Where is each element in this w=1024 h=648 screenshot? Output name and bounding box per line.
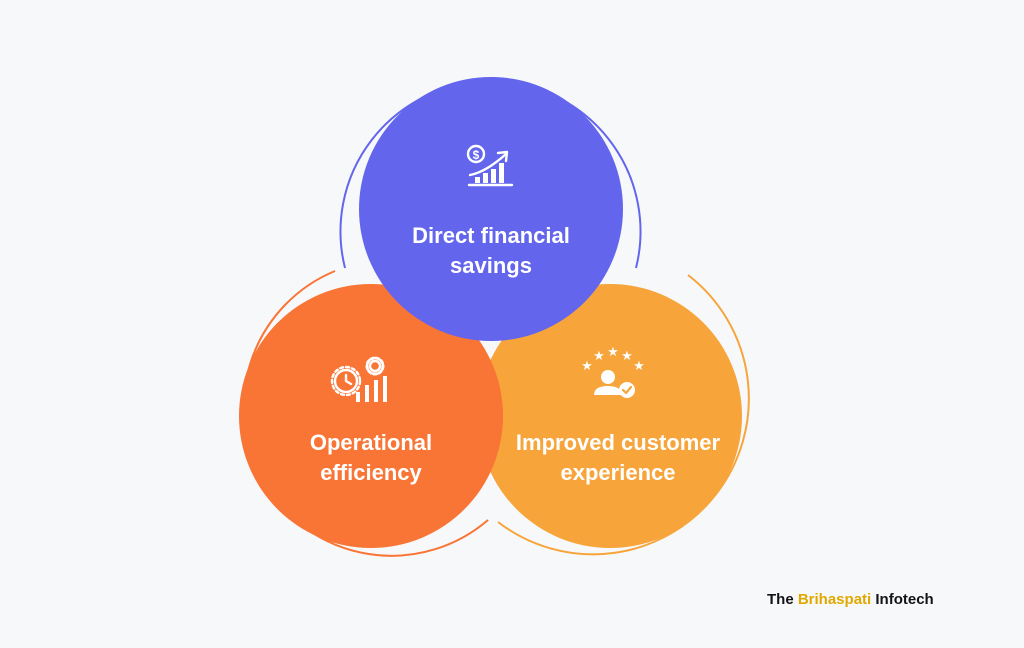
- top-circle-label: Direct financial savings: [391, 221, 591, 281]
- brand-logo: The Brihaspati Infotech: [767, 591, 934, 608]
- svg-text:★: ★: [607, 345, 619, 360]
- svg-text:★: ★: [581, 359, 593, 374]
- left-label-line-1: Operational: [309, 430, 433, 455]
- customer-rating-icon: ★ ★ ★ ★ ★: [581, 345, 645, 398]
- right-label-line-2: experience: [560, 460, 676, 485]
- svg-text:★: ★: [593, 349, 605, 364]
- brand-highlight: Brihaspati: [797, 591, 872, 608]
- svg-text:★: ★: [621, 349, 633, 364]
- financial-growth-icon: $: [466, 144, 514, 187]
- left-label-line-2: efficiency: [320, 460, 422, 485]
- top-circle: [359, 77, 623, 341]
- left-circle-label: Operational efficiency: [271, 428, 471, 488]
- right-circle: [478, 284, 742, 548]
- clock-gear-chart-icon: [330, 356, 387, 402]
- right-circle-label: Improved customer experience: [498, 428, 738, 488]
- top-label-line-2: savings: [450, 253, 532, 278]
- left-circle: [239, 284, 503, 548]
- svg-text:★: ★: [633, 359, 645, 374]
- brand-pre: The: [767, 591, 798, 608]
- top-label-line-1: Direct financial: [412, 223, 570, 248]
- svg-text:$: $: [473, 148, 480, 162]
- brand-post: Infotech: [871, 591, 934, 608]
- right-label-line-1: Improved customer: [515, 430, 721, 455]
